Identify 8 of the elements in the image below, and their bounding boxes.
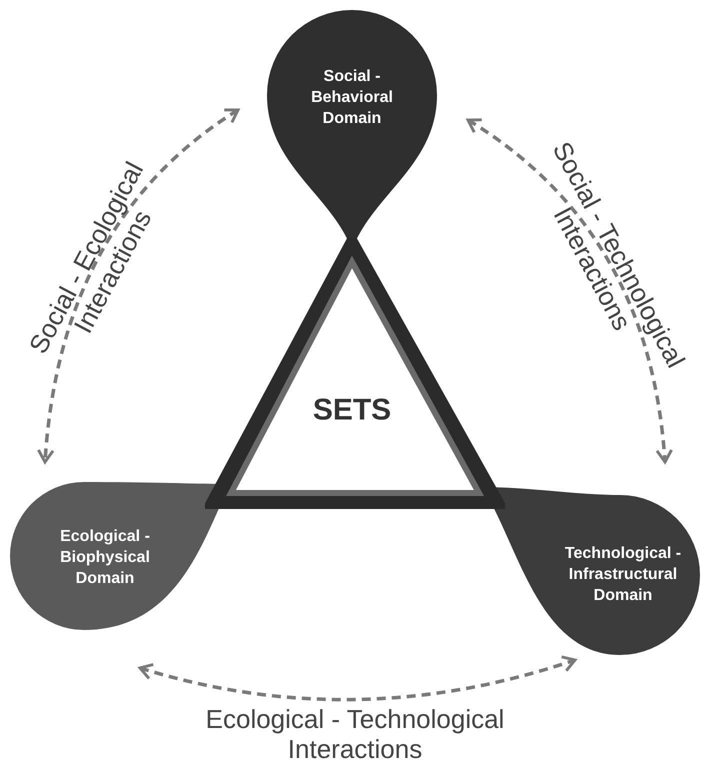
node-label: Social - Behavioral Domain [310, 66, 394, 128]
edge-label: Ecological - Technological Interactions [204, 705, 506, 765]
dashed-double-arrow [466, 118, 673, 464]
node-label: Technological - Infrastructural Domain [564, 544, 682, 606]
node-label: SETS [312, 392, 392, 428]
dashed-double-arrow [138, 655, 576, 702]
dashed-double-arrow [37, 108, 240, 464]
node-label: Ecological - Biophysical Domain [59, 526, 151, 588]
